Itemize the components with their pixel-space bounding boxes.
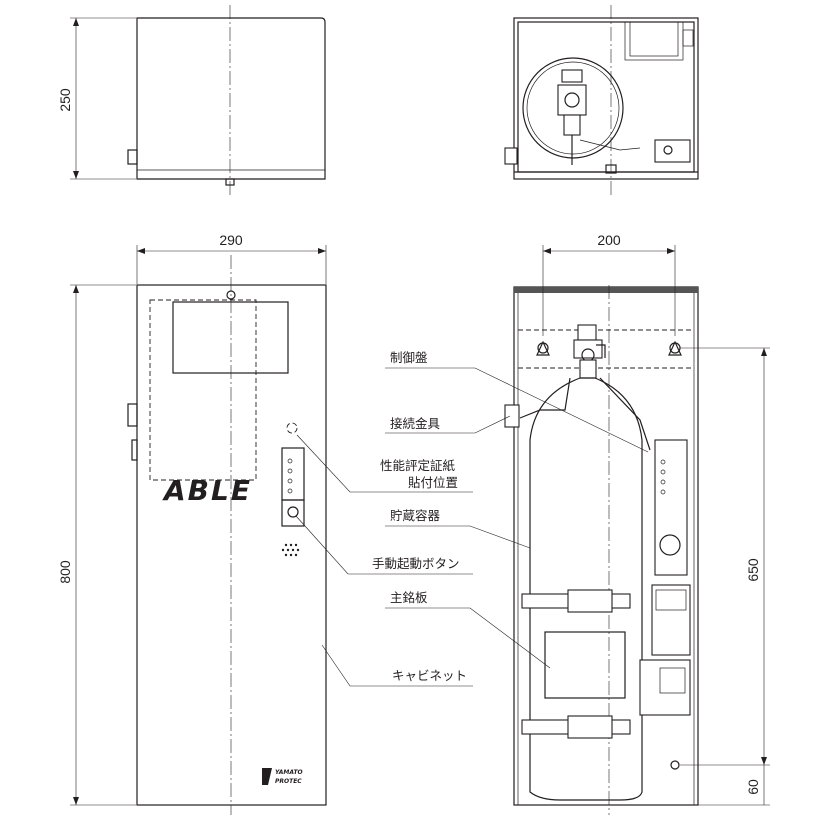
label-cert-line1: 性能評定証紙	[380, 458, 456, 473]
svg-text:YAMATO: YAMATO	[275, 769, 303, 776]
callouts: 制御盤 接続金具 性能評定証紙 貼付位置 貯蔵容器 手動起動ボタン 主銘板 キャ…	[295, 350, 649, 687]
top-right-view	[504, 5, 699, 195]
top-left-view: 250	[57, 5, 326, 195]
able-logo: ABLE	[162, 474, 252, 507]
dim-mount-height: 650	[745, 558, 761, 582]
label-manual-button: 手動起動ボタン	[372, 556, 460, 571]
label-cert-line2: 貼付位置	[408, 475, 458, 490]
dim-height: 800	[57, 560, 73, 584]
label-cabinet: キャビネット	[392, 668, 467, 683]
label-control-panel: 制御盤	[390, 350, 428, 365]
label-connector: 接続金具	[390, 416, 441, 431]
dim-mount-pitch: 200	[597, 232, 621, 248]
interior-view: 200 650 60	[504, 232, 770, 815]
maker-logo: YAMATO PROTEC	[262, 768, 303, 785]
dim-bottom-offset: 60	[745, 779, 761, 795]
svg-text:PROTEC: PROTEC	[275, 778, 302, 785]
label-storage-container: 貯蔵容器	[390, 508, 441, 523]
front-view: ABLE YAMATO PROTEC 290 800	[57, 232, 327, 815]
dim-width: 290	[219, 232, 243, 248]
label-nameplate: 主銘板	[390, 590, 428, 605]
dim-top-depth: 250	[57, 88, 73, 112]
